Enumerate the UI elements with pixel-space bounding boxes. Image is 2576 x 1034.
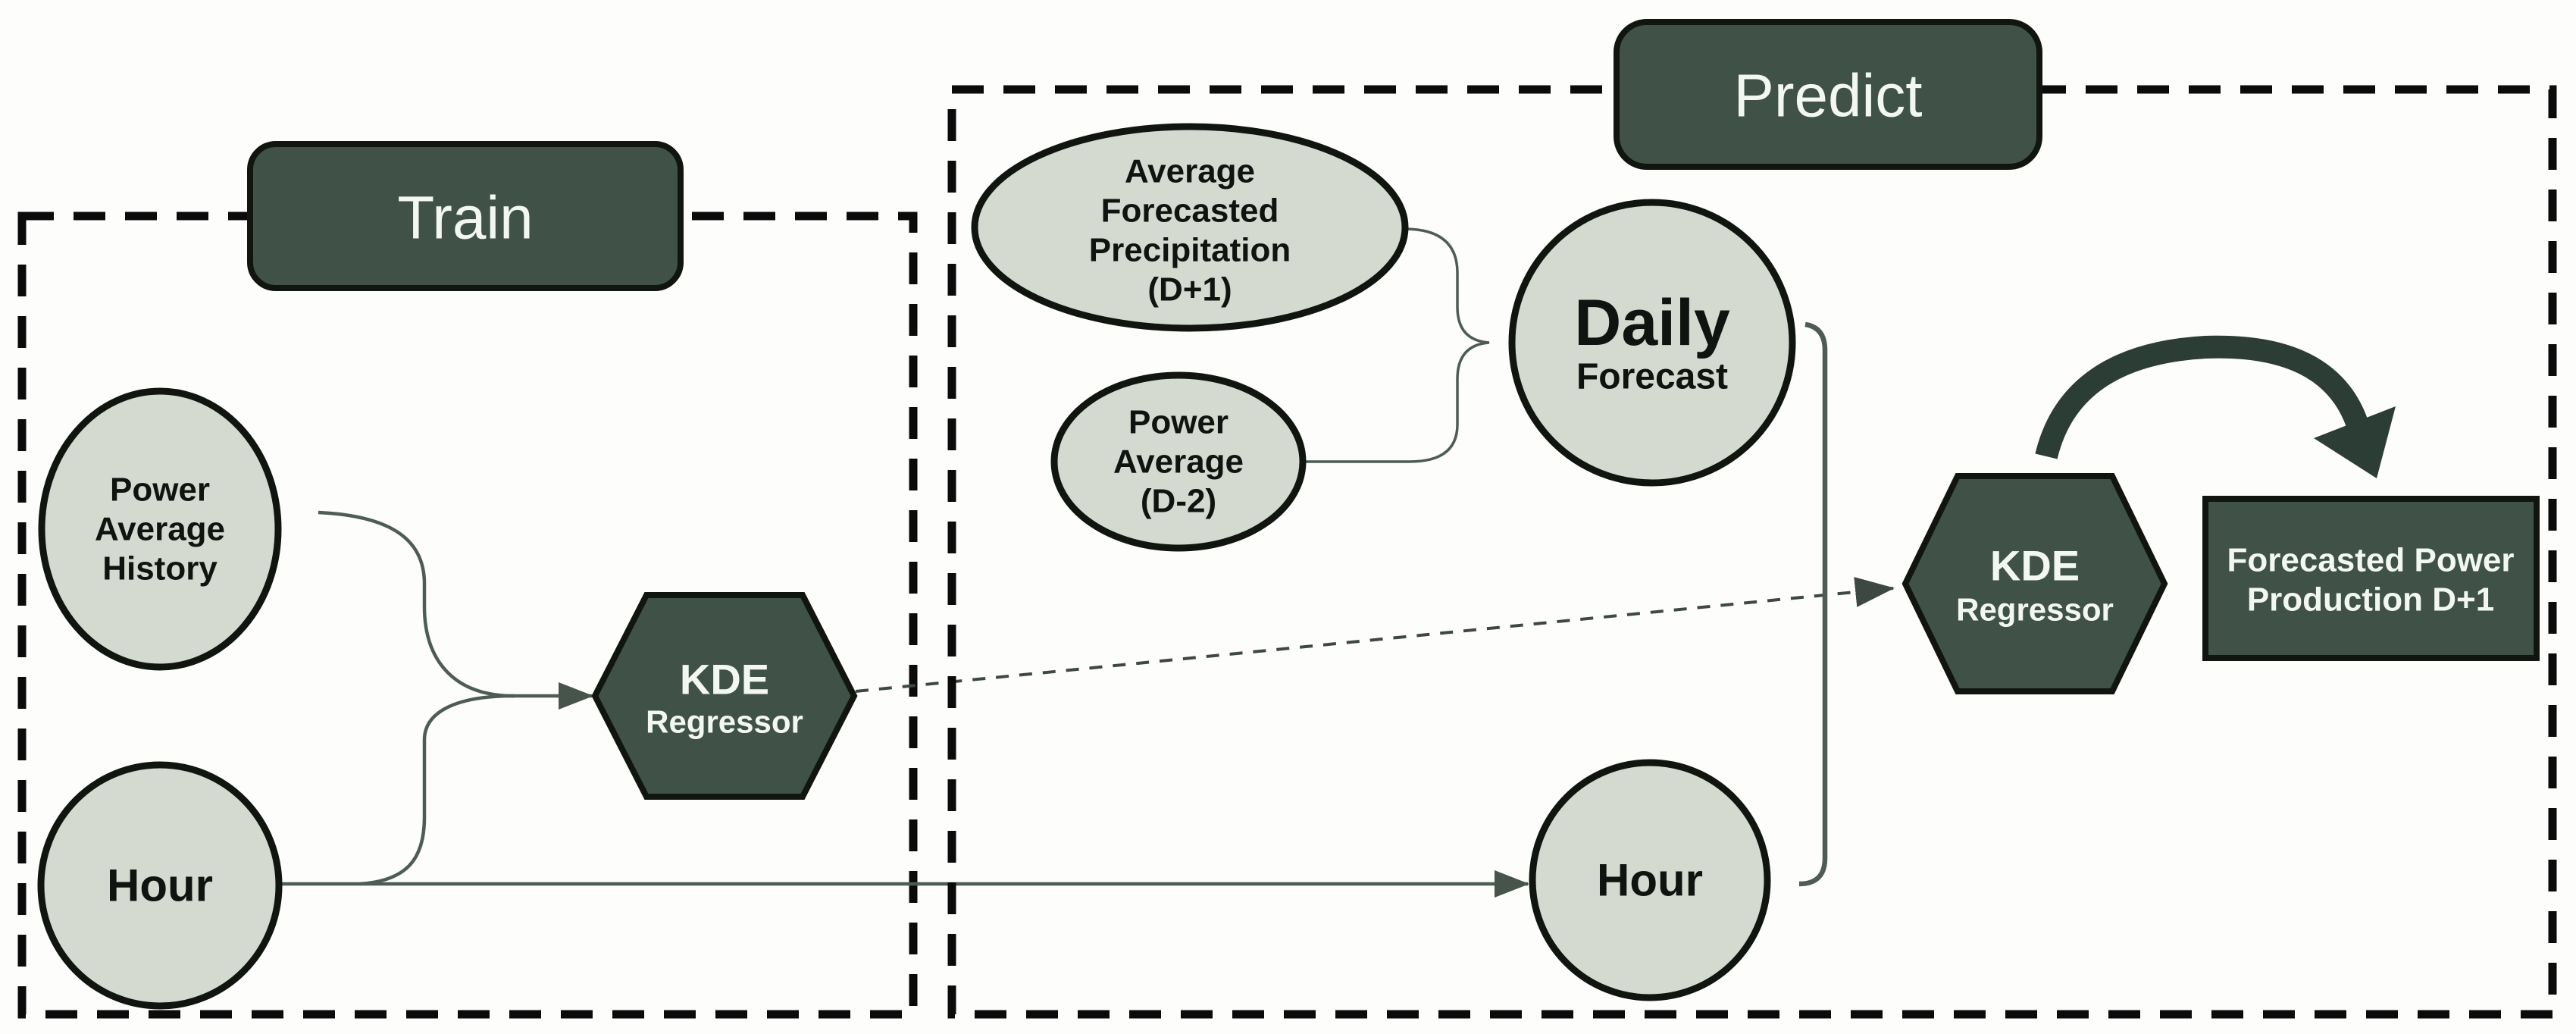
train-hour-shape xyxy=(37,761,283,1010)
predict-kde-line1: KDE xyxy=(1990,542,2080,590)
dashed-arrow-kde-to-kde xyxy=(855,577,1895,693)
train-hour-node: Hour xyxy=(37,761,283,1010)
predict-section: Predict Average Forecasted Precipitation… xyxy=(947,19,2557,1019)
precipitation-shape xyxy=(971,123,1409,332)
daily-forecast-line1: Daily xyxy=(1574,287,1730,359)
predict-label: Predict xyxy=(1734,62,1923,130)
train-kde-hexagon xyxy=(591,592,858,800)
train-section: Train Power Average History Hour KDE Reg… xyxy=(17,141,1529,1019)
daily-forecast-shape xyxy=(1508,199,1796,487)
predict-label-box xyxy=(1614,19,2042,170)
daily-forecast-line2: Forecast xyxy=(1576,357,1728,397)
predict-hour-shape xyxy=(1529,759,1771,1001)
curved-arrow-head xyxy=(2314,406,2396,478)
forecasted-output-node: Forecasted Power Production D+1 xyxy=(2202,496,2540,661)
power-average-d2-shape xyxy=(1050,371,1307,552)
predict-hour-node: Hour xyxy=(1529,759,1771,1001)
curved-arrow-arc xyxy=(2035,335,2368,459)
train-hour-label: Hour xyxy=(107,860,213,911)
predict-kde-regressor-node: KDE Regressor xyxy=(1901,473,2168,694)
predict-hour-label: Hour xyxy=(1597,855,1703,906)
precipitation-line2: Forecasted xyxy=(1101,193,1279,230)
train-kde-line1: KDE xyxy=(680,656,769,703)
predict-kde-line2: Regressor xyxy=(1956,592,2114,628)
power-average-d2-line3: (D-2) xyxy=(1141,483,1216,520)
connector-power-history-to-kde xyxy=(318,510,515,698)
power-average-history-line1: Power xyxy=(110,472,210,509)
curved-arrow xyxy=(2035,335,2396,478)
predict-kde-hexagon xyxy=(1901,473,2168,694)
power-average-d2-line1: Power xyxy=(1128,404,1229,441)
precipitation-line4: (D+1) xyxy=(1147,271,1232,309)
connector-hour-branch-to-kde xyxy=(359,694,515,886)
train-kde-regressor-node: KDE Regressor xyxy=(591,592,858,800)
daily-forecast-node: Daily Forecast xyxy=(1508,199,1796,487)
curly-brace xyxy=(1302,227,1490,463)
train-kde-line2: Regressor xyxy=(646,704,803,740)
power-average-history-line3: History xyxy=(102,550,218,588)
right-bracket xyxy=(1798,321,1828,887)
power-average-history-line2: Average xyxy=(95,511,225,548)
power-average-history-shape xyxy=(38,387,282,671)
precipitation-line1: Average xyxy=(1125,153,1255,190)
precipitation-line3: Precipitation xyxy=(1089,232,1291,269)
train-label-box xyxy=(247,141,684,291)
precipitation-node: Average Forecasted Precipitation (D+1) xyxy=(971,123,1409,332)
forecasted-output-line2: Production D+1 xyxy=(2247,581,2494,619)
power-average-history-node: Power Average History xyxy=(38,387,282,671)
power-average-d2-line2: Average xyxy=(1113,443,1244,481)
train-label: Train xyxy=(397,184,533,252)
power-average-d2-node: Power Average (D-2) xyxy=(1050,371,1307,552)
forecasted-output-shape xyxy=(2202,496,2540,661)
forecasted-output-line1: Forecasted Power xyxy=(2227,542,2514,579)
train-section-border xyxy=(17,212,918,1019)
